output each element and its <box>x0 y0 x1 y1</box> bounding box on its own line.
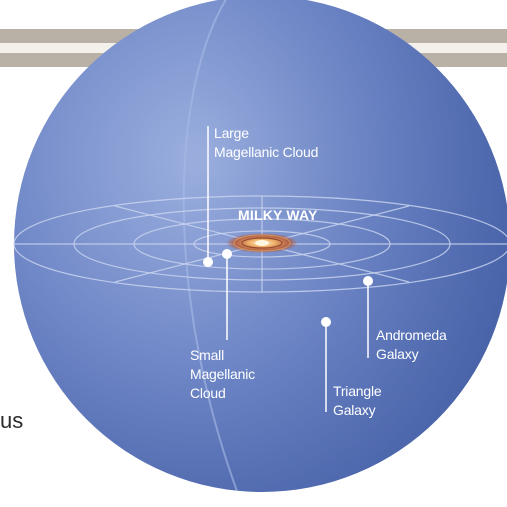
smc-label: Small Magellanic Cloud <box>190 347 255 401</box>
sphere-terminator-edge <box>182 0 249 492</box>
sphere-shaded-hemisphere <box>183 0 507 492</box>
andromeda-marker <box>363 276 373 286</box>
cutoff-caption-text: us <box>0 408 24 433</box>
triangle-label: Triangle Galaxy <box>333 383 382 418</box>
smc-marker <box>222 249 232 259</box>
lmc-label: Large Magellanic Cloud <box>214 125 319 160</box>
andromeda-label: Andromeda Galaxy <box>376 327 447 362</box>
pointer-lines <box>207 126 369 412</box>
milky-way-galaxy-icon <box>226 233 298 253</box>
triangle-marker <box>321 317 331 327</box>
galaxy-markers <box>203 249 373 327</box>
lmc-marker <box>203 257 213 267</box>
milky-way-label: MILKY WAY <box>238 207 318 223</box>
